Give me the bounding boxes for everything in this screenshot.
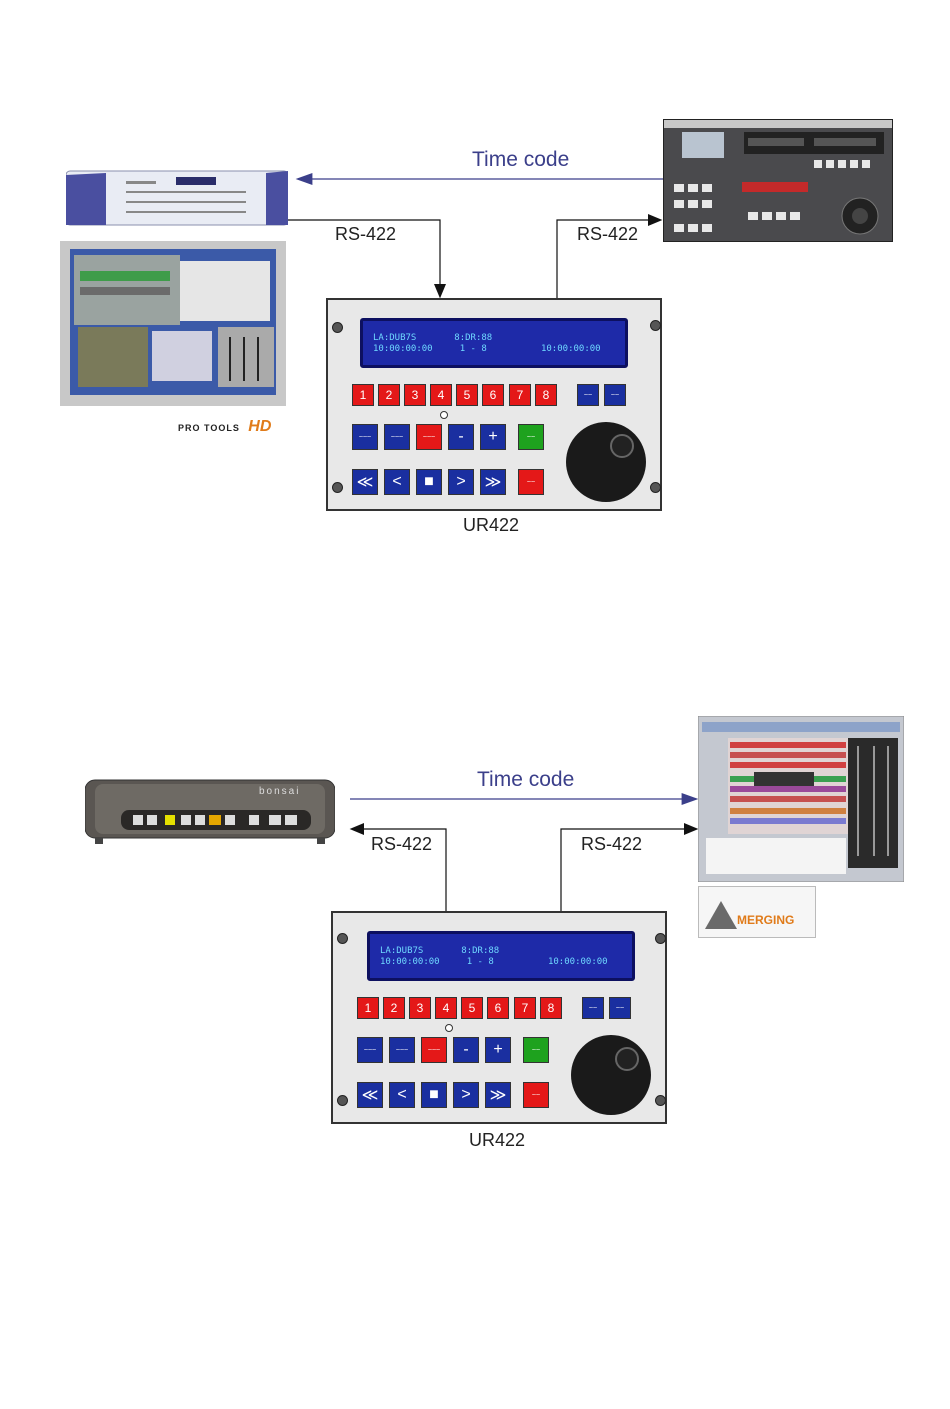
play-key[interactable]: >: [448, 469, 474, 495]
back-key[interactable]: <: [384, 469, 410, 495]
top-rs422-left-label: RS-422: [335, 224, 397, 244]
protools-software-screenshot: [60, 241, 286, 406]
bottom-rs422-left-label: RS-422: [371, 834, 433, 854]
bottom-rs422-right-label: RS-422: [581, 834, 643, 854]
screw-icon: [332, 322, 343, 333]
lcd-display: LA:DUB7S 8:DR:88 10:00:00:00 1 - 8 10:00…: [360, 318, 628, 368]
channel-key-4[interactable]: 4: [435, 997, 457, 1019]
bottom-timecode-label: Time code: [477, 768, 575, 791]
function-key[interactable]: ~~~: [416, 424, 442, 450]
jog-wheel-dimple-icon: [615, 1047, 639, 1071]
plus-key[interactable]: +: [485, 1037, 511, 1063]
stop-key[interactable]: ■: [421, 1082, 447, 1108]
back-key[interactable]: <: [389, 1082, 415, 1108]
function-key[interactable]: ~~: [577, 384, 599, 406]
channel-key-8[interactable]: 8: [535, 384, 557, 406]
bottom-controller-name: UR422: [469, 1130, 526, 1150]
bottom-rs422-right-wire: [560, 823, 699, 911]
channel-key-2[interactable]: 2: [378, 384, 400, 406]
play-key[interactable]: >: [453, 1082, 479, 1108]
channel-key-5[interactable]: 5: [461, 997, 483, 1019]
top-controller-name: UR422: [463, 515, 520, 535]
protools-logo-text: PRO TOOLS: [178, 423, 240, 433]
stop-key[interactable]: ■: [416, 469, 442, 495]
ur422-controller-bottom: LA:DUB7S 8:DR:88 10:00:00:00 1 - 8 10:00…: [331, 911, 667, 1124]
function-key[interactable]: ~~: [518, 424, 544, 450]
fast-forward-key[interactable]: ≫: [480, 469, 506, 495]
function-key[interactable]: ~~: [523, 1082, 549, 1108]
indicator-led: [445, 1024, 453, 1032]
screw-icon: [332, 482, 343, 493]
function-key[interactable]: ~~: [609, 997, 631, 1019]
function-key[interactable]: ~~~: [384, 424, 410, 450]
indicator-led: [440, 411, 448, 419]
protools-interface-device: [65, 167, 289, 229]
function-key[interactable]: ~~~: [352, 424, 378, 450]
minus-key[interactable]: -: [448, 424, 474, 450]
lcd-line-1: LA:DUB7S 8:DR:88: [373, 333, 493, 343]
channel-key-2[interactable]: 2: [383, 997, 405, 1019]
bottom-rs422-left-wire: [349, 823, 447, 911]
function-key[interactable]: ~~~: [421, 1037, 447, 1063]
channel-key-5[interactable]: 5: [456, 384, 478, 406]
minus-key[interactable]: -: [453, 1037, 479, 1063]
lcd-line-2: 10:00:00:00 1 - 8 10:00:00:00: [380, 957, 608, 967]
merging-logo-text: MERGING: [737, 913, 795, 927]
function-key[interactable]: ~~: [523, 1037, 549, 1063]
channel-key-1[interactable]: 1: [357, 997, 379, 1019]
fast-forward-key[interactable]: ≫: [485, 1082, 511, 1108]
protools-logo-hd: HD: [248, 418, 272, 435]
screw-icon: [655, 1095, 666, 1106]
function-key[interactable]: ~~: [518, 469, 544, 495]
function-key[interactable]: ~~~: [389, 1037, 415, 1063]
merging-pyramid-icon: [705, 901, 737, 929]
channel-key-4[interactable]: 4: [430, 384, 452, 406]
top-rs422-right-wire: [556, 214, 663, 298]
vtr-deck: [663, 119, 893, 242]
function-key[interactable]: ~~: [582, 997, 604, 1019]
jog-wheel[interactable]: [566, 422, 646, 502]
channel-key-3[interactable]: 3: [404, 384, 426, 406]
merging-logo: MERGING: [698, 886, 816, 938]
channel-key-3[interactable]: 3: [409, 997, 431, 1019]
protools-logo: PRO TOOLS HD: [178, 418, 271, 436]
function-key[interactable]: ~~: [604, 384, 626, 406]
screw-icon: [650, 482, 661, 493]
lcd-line-2: 10:00:00:00 1 - 8 10:00:00:00: [373, 344, 601, 354]
channel-key-6[interactable]: 6: [482, 384, 504, 406]
channel-key-7[interactable]: 7: [514, 997, 536, 1019]
function-key[interactable]: ~~~: [357, 1037, 383, 1063]
screw-icon: [650, 320, 661, 331]
top-rs422-left-wire: [288, 219, 446, 299]
top-rs422-right-label: RS-422: [577, 224, 639, 244]
bonsai-controller-device: bonsai: [84, 778, 336, 846]
jog-wheel-dimple-icon: [610, 434, 634, 458]
screw-icon: [337, 933, 348, 944]
screw-icon: [337, 1095, 348, 1106]
rewind-key[interactable]: ≪: [357, 1082, 383, 1108]
jog-wheel[interactable]: [571, 1035, 651, 1115]
top-timecode-label: Time code: [472, 148, 570, 171]
channel-key-8[interactable]: 8: [540, 997, 562, 1019]
ur422-controller-top: LA:DUB7S 8:DR:88 10:00:00:00 1 - 8 10:00…: [326, 298, 662, 511]
screw-icon: [655, 933, 666, 944]
plus-key[interactable]: +: [480, 424, 506, 450]
lcd-line-1: LA:DUB7S 8:DR:88: [380, 946, 500, 956]
channel-key-7[interactable]: 7: [509, 384, 531, 406]
rewind-key[interactable]: ≪: [352, 469, 378, 495]
lcd-display: LA:DUB7S 8:DR:88 10:00:00:00 1 - 8 10:00…: [367, 931, 635, 981]
channel-key-1[interactable]: 1: [352, 384, 374, 406]
pyramix-software-screenshot: [697, 715, 905, 883]
channel-key-6[interactable]: 6: [487, 997, 509, 1019]
bonsai-brand-text: bonsai: [259, 786, 301, 797]
